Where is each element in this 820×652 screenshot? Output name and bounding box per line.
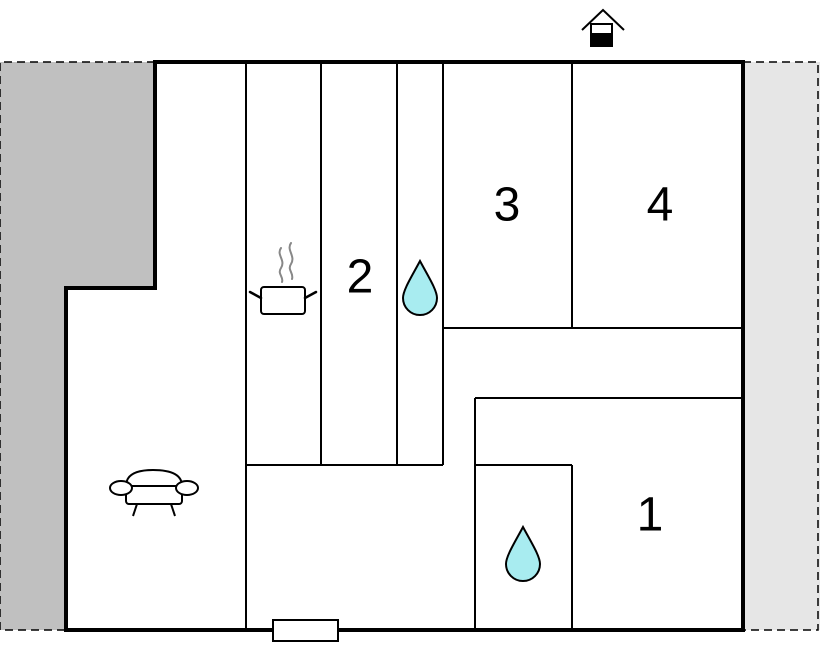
house-entrance-icon — [581, 8, 625, 47]
door-icon — [272, 619, 339, 642]
room-label-3: 3 — [494, 179, 521, 232]
cooking-pot-icon — [248, 242, 318, 315]
room-label-1: 1 — [637, 489, 664, 542]
interior-walls — [245, 62, 743, 630]
room-label-2: 2 — [347, 251, 374, 304]
room-label-4: 4 — [647, 179, 674, 232]
terrace-left — [0, 61, 155, 631]
water-drop-icon — [401, 258, 439, 316]
terrace-right — [743, 61, 820, 631]
outer-wall — [64, 60, 745, 632]
sofa-icon — [109, 468, 199, 517]
water-drop-icon — [504, 524, 542, 582]
